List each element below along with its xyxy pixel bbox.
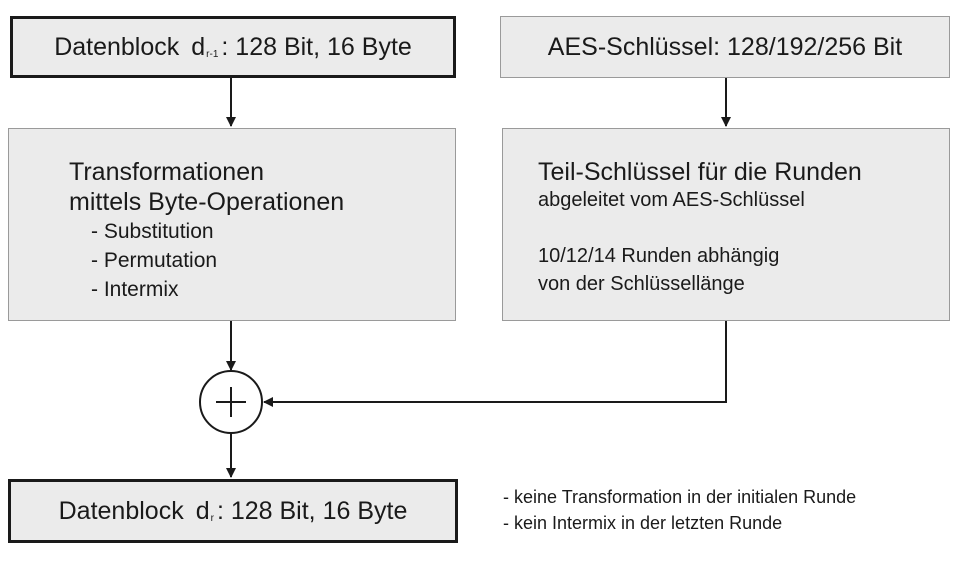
note-line: - keine Transformation in der initialen … [503, 487, 857, 507]
arrow-roundkeys-to-xor [263, 321, 727, 407]
aes-key-box: AES-Schlüssel: 128/192/256 Bit [500, 16, 950, 78]
round-count-line-2: von der Schlüssellänge [538, 273, 745, 295]
list-item: - Permutation [91, 249, 218, 272]
round-keys-box: Teil-Schlüssel für die Runden abgeleitet… [502, 128, 950, 321]
list-item: - Intermix [91, 278, 179, 301]
input-block-var: d [191, 32, 206, 61]
transformations-title-2: mittels Byte-Operationen [69, 188, 345, 216]
round-count-line-1: 10/12/14 Runden abhängig [538, 245, 780, 267]
transformations-title-1: Transformationen [69, 158, 264, 186]
output-block-var: d [195, 496, 210, 525]
xor-plus-icon [199, 370, 263, 434]
aes-key-label: AES-Schlüssel: 128/192/256 Bit [547, 32, 903, 61]
output-block-subscript: r [210, 512, 214, 524]
note-line: - kein Intermix in der letzten Runde [503, 513, 783, 533]
input-block-label: Datenblock [54, 32, 180, 61]
output-block-size: : 128 Bit, 16 Byte [216, 496, 408, 525]
round-notes: - keine Transformation in der initialen … [503, 484, 856, 536]
round-keys-title: Teil-Schlüssel für die Runden [538, 158, 862, 186]
input-block-subscript: r-1 [206, 48, 219, 60]
input-block-size: : 128 Bit, 16 Byte [221, 32, 412, 61]
round-keys-subtitle: abgeleitet vom AES-Schlüssel [538, 189, 805, 211]
output-block-label: Datenblock [58, 496, 184, 525]
list-item: - Substitution [91, 220, 214, 243]
transformations-box: Transformationen mittels Byte-Operatione… [8, 128, 456, 321]
